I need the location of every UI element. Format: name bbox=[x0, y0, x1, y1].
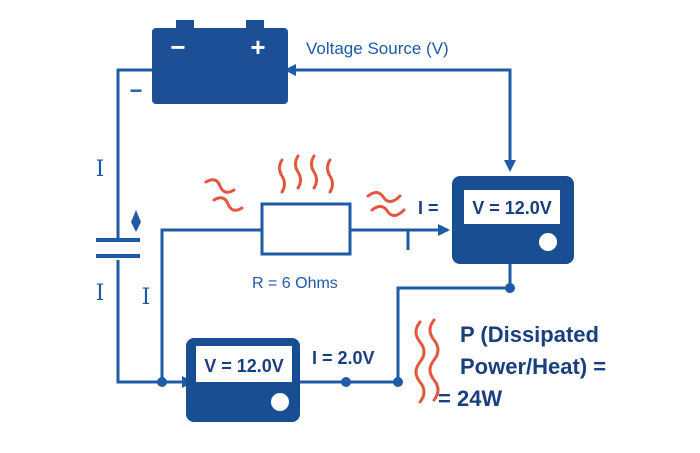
heat-wave-icon bbox=[310, 154, 318, 190]
battery-minus-sign: − bbox=[170, 32, 185, 62]
heat-wave-icon bbox=[278, 158, 286, 194]
bottom-meter-knob bbox=[271, 393, 289, 411]
circuit-wires bbox=[116, 68, 512, 384]
battery-terminal-right bbox=[246, 20, 264, 30]
junction-dot bbox=[393, 377, 403, 387]
bottom-meter bbox=[186, 338, 300, 422]
battery bbox=[152, 20, 288, 104]
heat-wave-icon bbox=[414, 320, 426, 404]
junction-dot bbox=[505, 283, 515, 293]
voltage-source-label: Voltage Source (V) bbox=[306, 39, 449, 58]
battery-signs: − + bbox=[170, 32, 265, 62]
bottom-meter-reading: V = 12.0V bbox=[204, 356, 284, 376]
junction-dot bbox=[157, 377, 167, 387]
battery-terminal-left bbox=[176, 20, 194, 30]
right-meter-screen bbox=[464, 190, 560, 224]
heat-wave-icon bbox=[294, 154, 302, 190]
bottom-meter-screen bbox=[196, 346, 292, 382]
current-label-left-bottom: I bbox=[96, 281, 105, 306]
heat-wave-icon bbox=[428, 318, 440, 402]
junctions bbox=[157, 283, 515, 387]
junction-dot bbox=[341, 377, 351, 387]
heat-wave-icon bbox=[370, 205, 406, 217]
battery-plus-sign: + bbox=[250, 32, 265, 62]
arrow-capacitor-up bbox=[131, 210, 141, 222]
battery-body bbox=[152, 28, 288, 104]
power-line-1: P (Dissipated bbox=[460, 322, 599, 347]
capacitor bbox=[96, 238, 140, 258]
current-bottom-label: I = 2.0V bbox=[312, 348, 375, 368]
arrow-capacitor-down bbox=[131, 222, 141, 232]
right-meter-reading: V = 12.0V bbox=[472, 198, 552, 218]
arrow-current-right bbox=[438, 224, 450, 236]
current-label-inner: I bbox=[142, 285, 151, 310]
power-label: P (Dissipated Power/Heat) = = 24W bbox=[438, 322, 606, 411]
current-label-left-top: I bbox=[96, 157, 105, 182]
heat-wave-icon bbox=[326, 158, 334, 194]
right-meter bbox=[452, 176, 574, 264]
resistance-label: R = 6 Ohms bbox=[252, 275, 338, 292]
heat-waves bbox=[204, 154, 440, 404]
terminal-minus-label: − bbox=[130, 78, 143, 103]
current-eq-label: I = bbox=[418, 198, 439, 218]
arrow-into-right-meter bbox=[504, 160, 516, 172]
power-line-3: = 24W bbox=[438, 386, 502, 411]
resistor bbox=[260, 202, 352, 256]
heat-wave-icon bbox=[204, 178, 236, 194]
right-meter-knob bbox=[539, 233, 557, 251]
heat-wave-icon bbox=[366, 191, 402, 203]
arrow-voltage-source bbox=[284, 64, 296, 76]
power-line-2: Power/Heat) = bbox=[460, 354, 606, 379]
heat-wave-icon bbox=[212, 196, 244, 212]
